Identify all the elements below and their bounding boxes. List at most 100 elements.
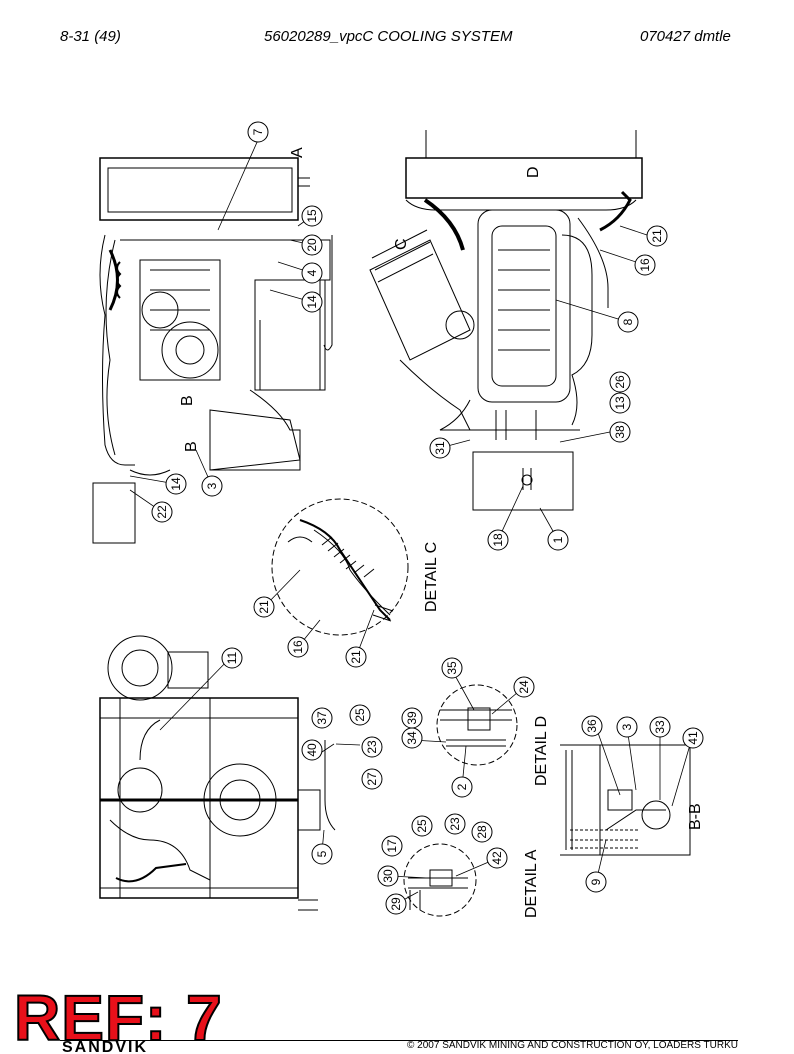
callout-21c: 21	[345, 646, 367, 668]
svg-text:21: 21	[349, 650, 363, 664]
callout-4: 4	[301, 262, 323, 284]
svg-text:2: 2	[455, 783, 469, 790]
svg-text:40: 40	[305, 743, 319, 757]
document-title: 56020289_vpcC COOLING SYSTEM	[264, 28, 513, 45]
svg-text:3: 3	[205, 482, 219, 489]
svg-text:7: 7	[251, 128, 265, 135]
detail-c-view	[271, 498, 409, 636]
callout-33: 33	[649, 716, 671, 738]
callout-37: 37	[311, 707, 333, 729]
callout-8: 8	[617, 311, 639, 333]
callout-30: 30	[377, 865, 399, 887]
svg-text:39: 39	[405, 711, 419, 725]
svg-text:9: 9	[589, 878, 603, 885]
callout-39: 39	[401, 707, 423, 729]
detail-c-marker: C	[393, 238, 410, 250]
detail-d-view	[436, 684, 518, 766]
svg-text:42: 42	[490, 851, 504, 865]
callout-42: 42	[486, 847, 508, 869]
callout-17: 17	[381, 835, 403, 857]
svg-text:30: 30	[381, 869, 395, 883]
svg-text:28: 28	[475, 825, 489, 839]
page-number: 8-31 (49)	[60, 28, 121, 45]
callout-23b: 23	[444, 813, 466, 835]
callout-3b: 3	[616, 716, 638, 738]
sandvik-logo: SANDVIK	[62, 1041, 149, 1053]
copyright-text: © 2007 SANDVIK MINING AND CONSTRUCTION O…	[407, 1040, 738, 1051]
svg-text:5: 5	[315, 850, 329, 857]
callout-14b: 14	[165, 473, 187, 495]
svg-text:18: 18	[491, 533, 505, 547]
detail-c-title: DETAIL C	[423, 542, 440, 612]
svg-text:22: 22	[155, 505, 169, 519]
svg-text:11: 11	[225, 651, 239, 664]
svg-text:14: 14	[169, 477, 183, 491]
callout-41: 41	[682, 727, 704, 749]
callout-34: 34	[401, 727, 423, 749]
callout-5: 5	[311, 843, 333, 865]
detail-a-view	[403, 843, 477, 917]
svg-text:16: 16	[638, 258, 652, 272]
callout-28: 28	[471, 821, 493, 843]
callout-15: 15	[301, 205, 323, 227]
svg-text:16: 16	[291, 640, 305, 654]
engine-side-view	[92, 157, 333, 544]
svg-text:4: 4	[305, 269, 319, 276]
callout-24: 24	[513, 676, 535, 698]
callout-26: 26	[609, 371, 631, 393]
engine-top-view	[99, 635, 336, 911]
svg-text:41: 41	[686, 731, 700, 745]
callout-3: 3	[201, 475, 223, 497]
svg-text:27: 27	[365, 772, 379, 786]
callout-21: 21	[646, 225, 668, 247]
svg-text:15: 15	[305, 209, 319, 223]
callout-7: 7	[247, 121, 269, 143]
callout-27: 27	[361, 768, 383, 790]
svg-text:21: 21	[257, 600, 271, 614]
svg-text:37: 37	[315, 711, 329, 725]
detail-a-title: DETAIL A	[523, 849, 540, 918]
callout-13: 13	[609, 392, 631, 414]
svg-text:20: 20	[305, 238, 319, 252]
callout-1: 1	[547, 529, 569, 551]
svg-text:14: 14	[305, 295, 319, 309]
footer-rule	[60, 1040, 738, 1041]
callout-36: 36	[581, 715, 603, 737]
callout-29: 29	[385, 893, 407, 915]
callout-16b: 16	[287, 636, 309, 658]
callout-20: 20	[301, 234, 323, 256]
svg-text:36: 36	[585, 719, 599, 733]
section-a-label: A	[289, 147, 306, 158]
callout-35: 35	[441, 657, 463, 679]
svg-text:21: 21	[650, 229, 664, 243]
section-b-b-view	[560, 744, 691, 856]
svg-text:25: 25	[415, 819, 429, 833]
document-code: 070427 dmtle	[640, 28, 731, 45]
svg-text:34: 34	[405, 731, 419, 745]
engine-front-view	[369, 130, 643, 511]
section-b-label-2: B	[183, 441, 200, 452]
svg-text:3: 3	[620, 723, 634, 730]
callout-9: 9	[585, 871, 607, 893]
svg-text:33: 33	[653, 720, 667, 734]
callout-23: 23	[361, 736, 383, 758]
svg-text:23: 23	[365, 740, 379, 754]
callout-14: 14	[301, 291, 323, 313]
callout-25: 25	[349, 704, 371, 726]
detail-d-title: DETAIL D	[533, 716, 550, 786]
svg-text:23: 23	[448, 817, 462, 831]
svg-text:38: 38	[613, 425, 627, 439]
callout-11: 11	[221, 647, 243, 669]
svg-text:13: 13	[613, 396, 627, 410]
svg-text:1: 1	[551, 536, 565, 543]
callout-25b: 25	[411, 815, 433, 837]
detail-d-marker: D	[525, 166, 542, 178]
callout-2: 2	[451, 776, 473, 798]
svg-text:8: 8	[621, 318, 635, 325]
svg-text:17: 17	[385, 839, 399, 853]
callout-21b: 21	[253, 596, 275, 618]
svg-text:35: 35	[445, 661, 459, 675]
section-b-label-1: B	[179, 395, 196, 406]
svg-text:26: 26	[613, 375, 627, 389]
